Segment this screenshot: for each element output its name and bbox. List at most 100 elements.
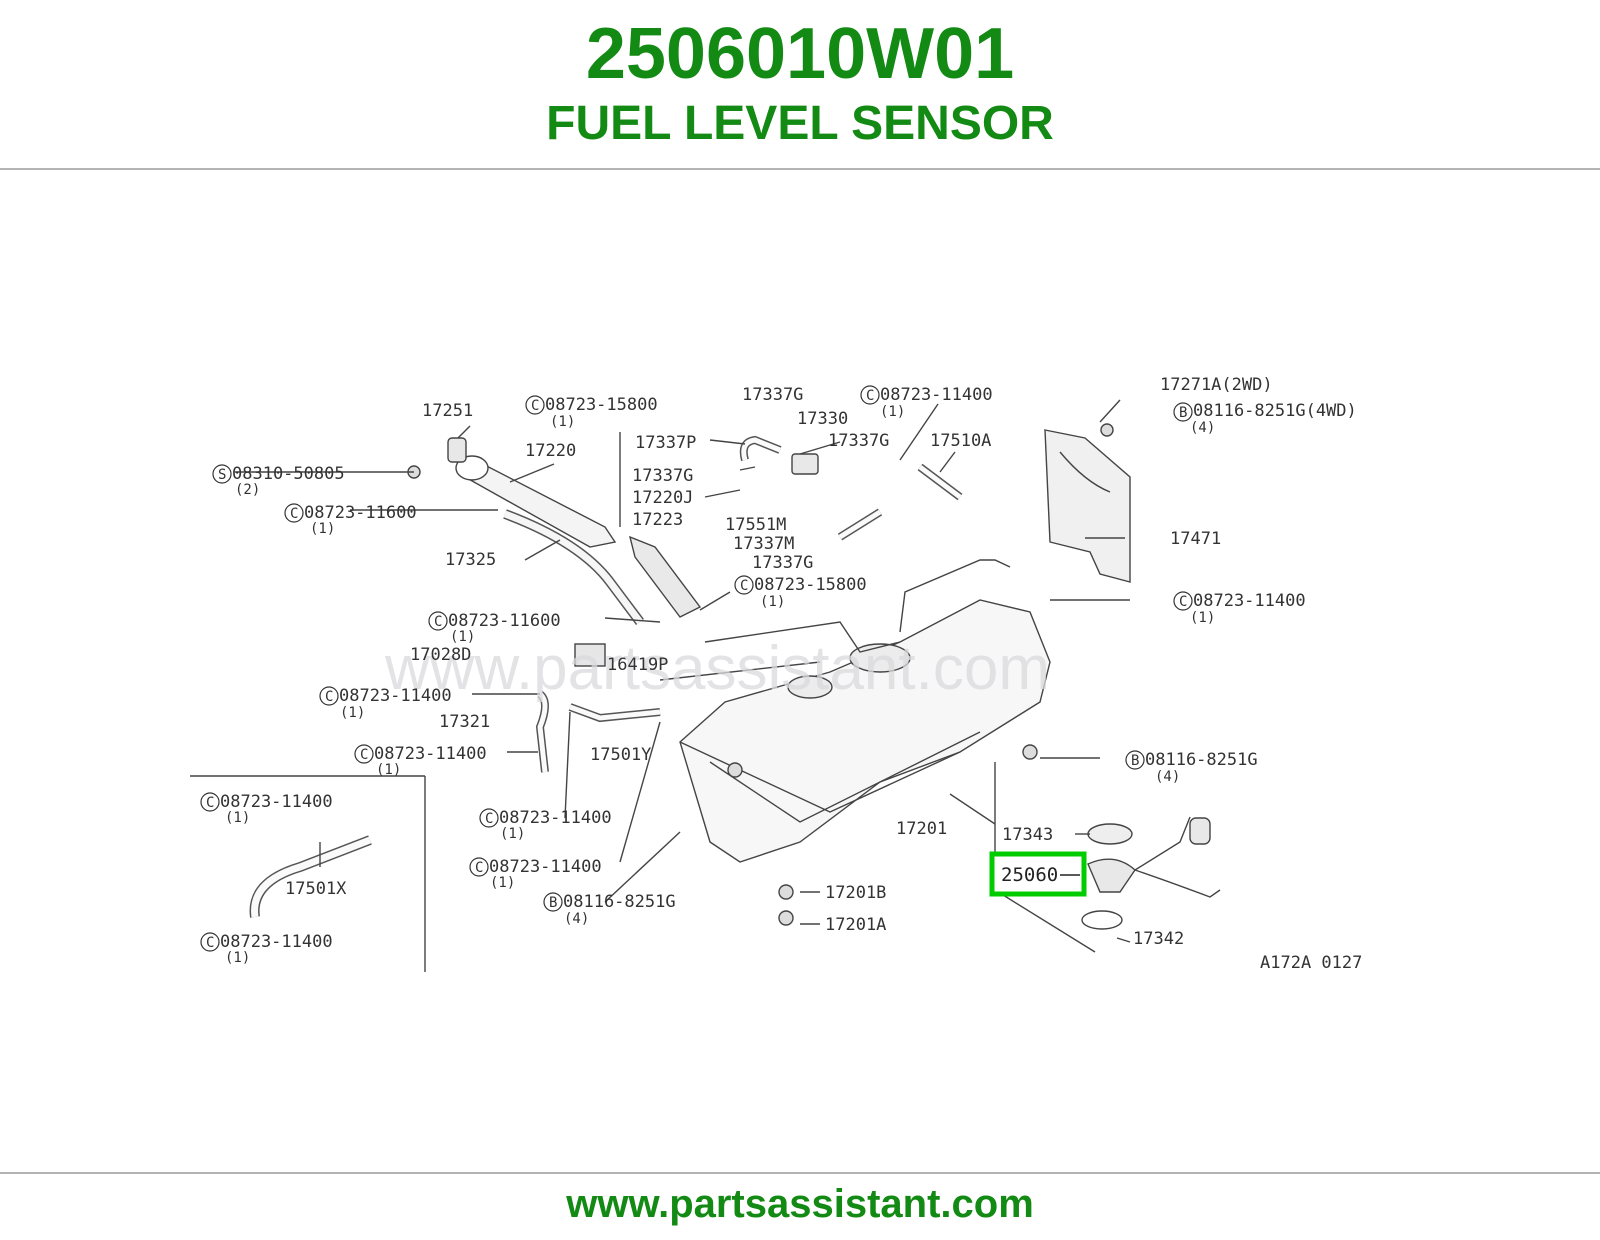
quantity-label: (1): [880, 404, 905, 420]
marker-circle: [200, 792, 220, 812]
part-label: 17201: [896, 819, 947, 839]
marker-circle: [734, 575, 754, 595]
footer-divider: [0, 1172, 1600, 1174]
part-label: 08723-11600: [304, 503, 417, 523]
part-label: 08723-11400: [339, 686, 452, 706]
marker-circle: [1173, 402, 1193, 422]
quantity-labels: (1) (4) (1) (2) (1) (1) (1) (1) (1) (1) …: [225, 404, 1215, 966]
part-label: 17220J: [632, 488, 693, 508]
marker-circle: [212, 464, 232, 484]
diagram-code: A172A 0127: [1260, 953, 1362, 973]
watermark: www.partsassistant.com: [384, 634, 1050, 703]
part-label: 08310-50805: [232, 464, 345, 484]
marker-circle: [1125, 750, 1145, 770]
marker-letter: C: [740, 578, 748, 594]
marker-letter: C: [475, 860, 483, 876]
part-label: 08723-15800: [754, 575, 867, 595]
marker-letter: B: [549, 895, 557, 911]
part-label: 17337G: [752, 553, 813, 573]
marker-circle: [284, 503, 304, 523]
part-label: 17551M: [725, 515, 786, 535]
marker-letter: C: [1179, 594, 1187, 610]
parts-diagram: www.partsassistant.com 25060 C C B S C C…: [180, 342, 1420, 1012]
part-labels: 17251 08723-15800 17337G 17330 08723-114…: [220, 375, 1357, 952]
marker-letter: C: [206, 795, 214, 811]
marker-letter: C: [866, 388, 874, 404]
marker-letter: S: [218, 467, 226, 483]
marker-group: C C B S C C C C C C B C C C B C: [200, 385, 1193, 952]
part-label: 17337G: [632, 466, 693, 486]
marker-letter: C: [325, 689, 333, 705]
quantity-label: (2): [235, 482, 260, 498]
part-label: 08116-8251G: [563, 892, 676, 912]
highlight-box: [989, 851, 1087, 897]
quantity-label: (1): [225, 950, 250, 966]
quantity-label: (4): [1155, 769, 1180, 785]
highlight-label: 25060: [1001, 864, 1058, 886]
quantity-label: (1): [1190, 610, 1215, 626]
header: 2506010W01 FUEL LEVEL SENSOR: [0, 0, 1600, 168]
part-label: 17201A: [825, 915, 886, 935]
marker-circle: [479, 808, 499, 828]
marker-circle: [543, 892, 563, 912]
marker-circle: [860, 385, 880, 405]
quantity-label: (1): [376, 762, 401, 778]
marker-letter: C: [290, 506, 298, 522]
quantity-label: (1): [760, 594, 785, 610]
part-label: 17028D: [410, 645, 471, 665]
part-label: 08723-11400: [489, 857, 602, 877]
quantity-label: (1): [500, 826, 525, 842]
marker-circle: [525, 395, 545, 415]
quantity-label: (4): [564, 911, 589, 927]
quantity-label: (1): [310, 521, 335, 537]
quantity-label: (4): [1190, 420, 1215, 436]
parts-diagram-svg: www.partsassistant.com 25060 C C B S C C…: [190, 375, 1362, 973]
part-label: 08723-11400: [220, 792, 333, 812]
part-number: 2506010W01: [585, 14, 1015, 94]
part-label: 17343: [1002, 825, 1053, 845]
part-label: 17501Y: [590, 745, 651, 765]
part-label: 08723-15800: [545, 395, 658, 415]
marker-circle: [469, 857, 489, 877]
part-label: 17337G: [742, 385, 803, 405]
part-label: 17325: [445, 550, 496, 570]
part-label: 17510A: [930, 431, 991, 451]
marker-letter: C: [434, 614, 442, 630]
part-name: FUEL LEVEL SENSOR: [546, 97, 1054, 150]
part-label: 17501X: [285, 879, 347, 899]
part-label: 17201B: [825, 883, 886, 903]
part-label: 08723-11400: [499, 808, 612, 828]
marker-letter: C: [206, 935, 214, 951]
part-label: 17271A(2WD): [1160, 375, 1273, 395]
marker-letter: B: [1131, 753, 1139, 769]
quantity-label: (1): [450, 629, 475, 645]
part-label: 17337M: [733, 534, 794, 554]
footer-url[interactable]: www.partsassistant.com: [566, 1182, 1034, 1226]
part-label: 08723-11400: [1193, 591, 1306, 611]
part-label: 08723-11600: [448, 611, 561, 631]
quantity-label: (1): [490, 875, 515, 891]
part-label: 17342: [1133, 929, 1184, 949]
part-label: 17337P: [635, 433, 696, 453]
diagram-line-art: [190, 399, 1221, 972]
quantity-label: (1): [550, 414, 575, 430]
quantity-label: (1): [225, 810, 250, 826]
marker-circle: [354, 744, 374, 764]
marker-circle: [319, 686, 339, 706]
marker-circle: [200, 932, 220, 952]
part-label: 17220: [525, 441, 576, 461]
marker-letter: C: [485, 811, 493, 827]
part-label: 17330: [797, 409, 848, 429]
part-label: 08723-11400: [880, 385, 993, 405]
part-label: 08116-8251G(4WD): [1193, 401, 1357, 421]
header-divider: [0, 168, 1600, 170]
part-label: 17471: [1170, 529, 1221, 549]
marker-circle: [1173, 591, 1193, 611]
part-label: 08116-8251G: [1145, 750, 1258, 770]
marker-circle: [428, 611, 448, 631]
part-label: 16419P: [607, 655, 668, 675]
quantity-label: (1): [340, 705, 365, 721]
part-label: 17321: [439, 712, 490, 732]
marker-letter: C: [531, 398, 539, 414]
part-label: 08723-11400: [374, 744, 487, 764]
